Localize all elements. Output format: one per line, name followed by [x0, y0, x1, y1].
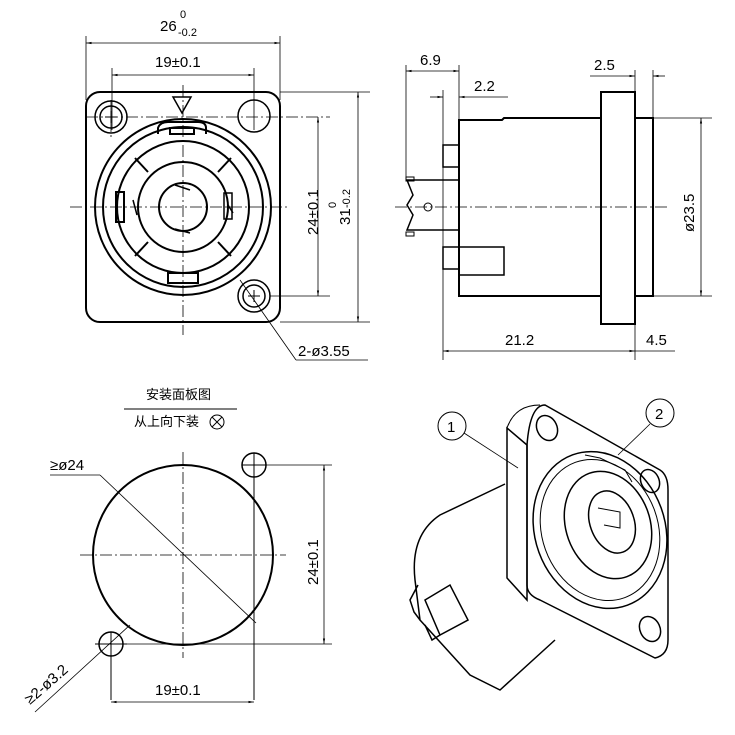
dim-cutout-spacing-h: 19±0.1	[155, 682, 201, 699]
dim-cutout-spacing-v: 24±0.1	[305, 539, 322, 585]
dim-pin-length: 6.9	[420, 52, 441, 69]
side-flange	[600, 91, 636, 325]
callout-2-label: 2	[655, 406, 663, 423]
callout-1	[437, 411, 467, 441]
tol-lower: -0.2	[178, 27, 197, 39]
panel-cutout-view: 安装面板图 从上向下装 ≥ø24 24±0.1 19±0.1 ≥2-ø3.2	[21, 388, 332, 713]
callout-2	[645, 398, 675, 428]
dim-body-length: 21.2	[505, 332, 534, 349]
solder-tab	[405, 179, 460, 231]
dim-hole-spacing-h: 19±0.1	[155, 54, 201, 71]
label-mount-holes: 2-ø3.55	[298, 343, 350, 360]
dim-overall-width: 26	[160, 18, 177, 35]
cutout-circle	[92, 464, 274, 646]
tol-upper: 0	[180, 9, 186, 21]
mount-hole-tr	[237, 99, 271, 133]
dim-flange: 2.5	[594, 57, 615, 74]
dim-hole-spacing-v: 24±0.1	[305, 189, 322, 235]
panel-title: 安装面板图	[146, 388, 211, 403]
dim-front-length: 4.5	[646, 332, 667, 349]
orientation-triangle	[171, 96, 193, 115]
front-view: 26 0 -0.2 19±0.1	[70, 9, 370, 361]
dim-overall-height: 31	[337, 208, 354, 225]
into-page-icon	[209, 414, 225, 430]
dim-body-diameter: ø23.5	[681, 194, 698, 232]
isometric-view: 1 2	[409, 398, 675, 691]
dim-pin-offset: 2.2	[474, 78, 495, 95]
iso-center	[587, 490, 637, 554]
label-cutout-diameter: ≥ø24	[50, 457, 84, 474]
iso-flange	[506, 426, 528, 602]
callout-1-label: 1	[447, 419, 455, 436]
panel-subtitle: 从上向下装	[134, 414, 199, 430]
side-view: 6.9 2.2 2.5 ø23.5 21.2 4.5	[395, 52, 712, 360]
iso-flange-face	[526, 404, 669, 659]
tol-lower-v: -0.2	[341, 189, 353, 208]
iso-outer-ring	[532, 450, 668, 610]
tol-upper-v: 0	[327, 202, 339, 208]
